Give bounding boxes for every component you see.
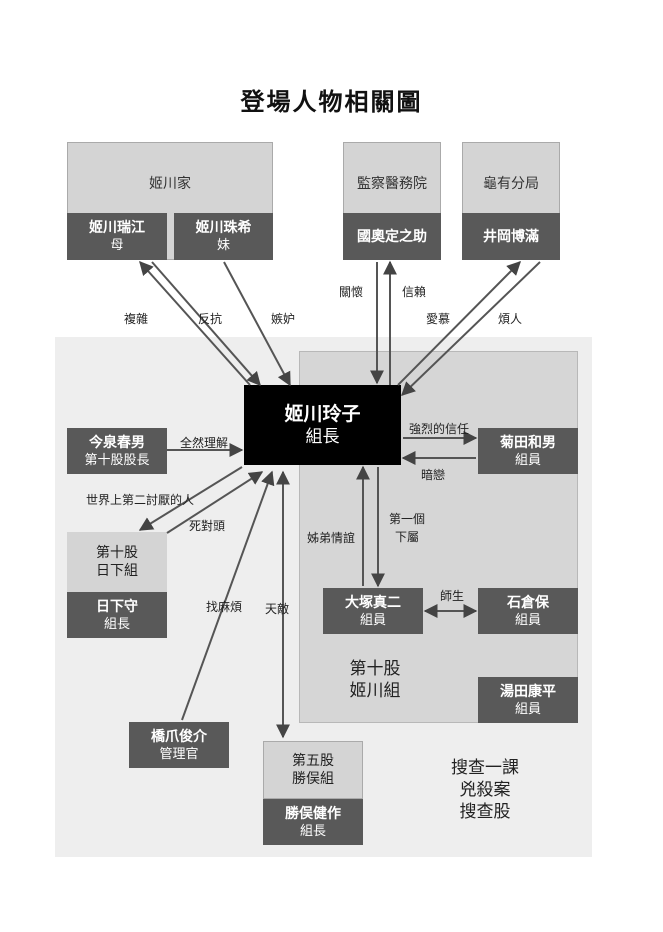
person-role: 組長 <box>103 616 130 632</box>
kansatsu-label: 監察醫務院 <box>357 176 427 192</box>
person-name: 日下守 <box>96 598 138 615</box>
person-role: 第十股股長 <box>84 452 150 468</box>
person-name: 大塚真二 <box>345 594 401 611</box>
relation-hanjin: 煩人 <box>498 312 523 326</box>
person-role: 組長 <box>299 823 326 839</box>
person-name: 姬川瑞江 <box>89 220 145 236</box>
person-kikuta: 菊田和男 組員 <box>478 428 578 474</box>
relation-fukuzatsu: 複雜 <box>124 312 149 326</box>
person-name: 石倉保 <box>507 594 549 611</box>
person-role: 管理官 <box>159 746 199 762</box>
main-name: 姬川玲子 <box>284 403 361 425</box>
person-name: 姬川珠希 <box>195 220 252 236</box>
person-name: 菊田和男 <box>500 434 556 451</box>
arrow-hanjin <box>400 261 541 396</box>
person-hashizume: 橋爪俊介 管理官 <box>129 722 229 768</box>
person-role: 組員 <box>359 612 386 628</box>
squad10-himekawa-label: 第十股 姬川組 <box>349 659 401 701</box>
arrow-aibo <box>397 261 521 386</box>
person-ioka: 井岡博滿 <box>462 213 560 260</box>
arrow-hankou <box>151 261 261 387</box>
relation-zenzen: 全然理解 <box>180 436 229 450</box>
relation-kankai: 關懷 <box>339 285 364 299</box>
person-name: 今泉春男 <box>89 434 145 451</box>
person-role: 妹 <box>216 238 230 253</box>
person-role: 組員 <box>514 701 541 717</box>
person-katsumata: 勝俣健作 組長 <box>263 799 363 845</box>
relation-tenteki: 天敵 <box>265 602 290 616</box>
squad10-kusaka-group: 第十股 日下組 <box>67 532 167 592</box>
main-role: 組長 <box>305 427 340 447</box>
person-tamaki: 姬川珠希 妹 <box>174 213 273 260</box>
person-yuda: 湯田康平 組員 <box>478 677 578 723</box>
relation-sagashi: 找麻煩 <box>206 600 243 614</box>
person-otsuka: 大塚真二 組員 <box>323 588 423 634</box>
relation-sekai: 世界上第二討厭的人 <box>86 493 195 507</box>
arrow-shitai <box>166 471 264 534</box>
arrow-shitto <box>223 261 291 387</box>
relation-shitto: 嫉妒 <box>271 312 296 326</box>
person-name: 井岡博滿 <box>483 228 539 245</box>
squad5-group: 第五股 勝俣組 <box>263 741 363 799</box>
kameari-label: 龜有分局 <box>483 176 539 192</box>
relation-anren: 暗戀 <box>421 468 446 482</box>
arrow-sagashi <box>181 470 275 721</box>
arrow-sekai <box>138 466 243 531</box>
relation-shinrai: 信賴 <box>402 285 427 299</box>
person-kusaka: 日下守 組長 <box>67 592 167 638</box>
person-role: 母 <box>110 238 124 253</box>
division-label: 搜查一課 兇殺案 搜查股 <box>451 758 519 822</box>
relation-shitei: 姊弟情誼 <box>307 531 356 545</box>
person-role: 組員 <box>514 452 541 468</box>
person-ishikura: 石倉保 組員 <box>478 588 578 634</box>
person-kuniokuj: 國奧定之助 <box>343 213 441 260</box>
person-name: 湯田康平 <box>500 683 556 700</box>
person-name: 橋爪俊介 <box>151 728 207 745</box>
relation-shisei: 師生 <box>440 589 465 603</box>
relation-shitai: 死對頭 <box>189 519 226 533</box>
person-mizue: 姬川瑞江 母 <box>67 213 167 260</box>
person-reiko: 姬川玲子 組長 <box>244 385 401 465</box>
relation-aibo: 愛慕 <box>426 312 451 326</box>
person-name: 勝俣健作 <box>285 805 341 822</box>
diagram-title: 登場人物相關圖 <box>240 87 423 116</box>
relation-hankou: 反抗 <box>198 312 223 326</box>
person-role: 組員 <box>514 612 541 628</box>
relation-daiikko: 第一個 下屬 <box>389 512 426 544</box>
person-name: 國奧定之助 <box>357 228 427 245</box>
himekawa-family-label: 姬川家 <box>149 176 191 192</box>
person-imaizumi: 今泉春男 第十股股長 <box>67 428 167 474</box>
arrow-fukuzatsu <box>139 260 251 386</box>
relation-kyoretsu: 強烈的信任 <box>409 422 470 436</box>
